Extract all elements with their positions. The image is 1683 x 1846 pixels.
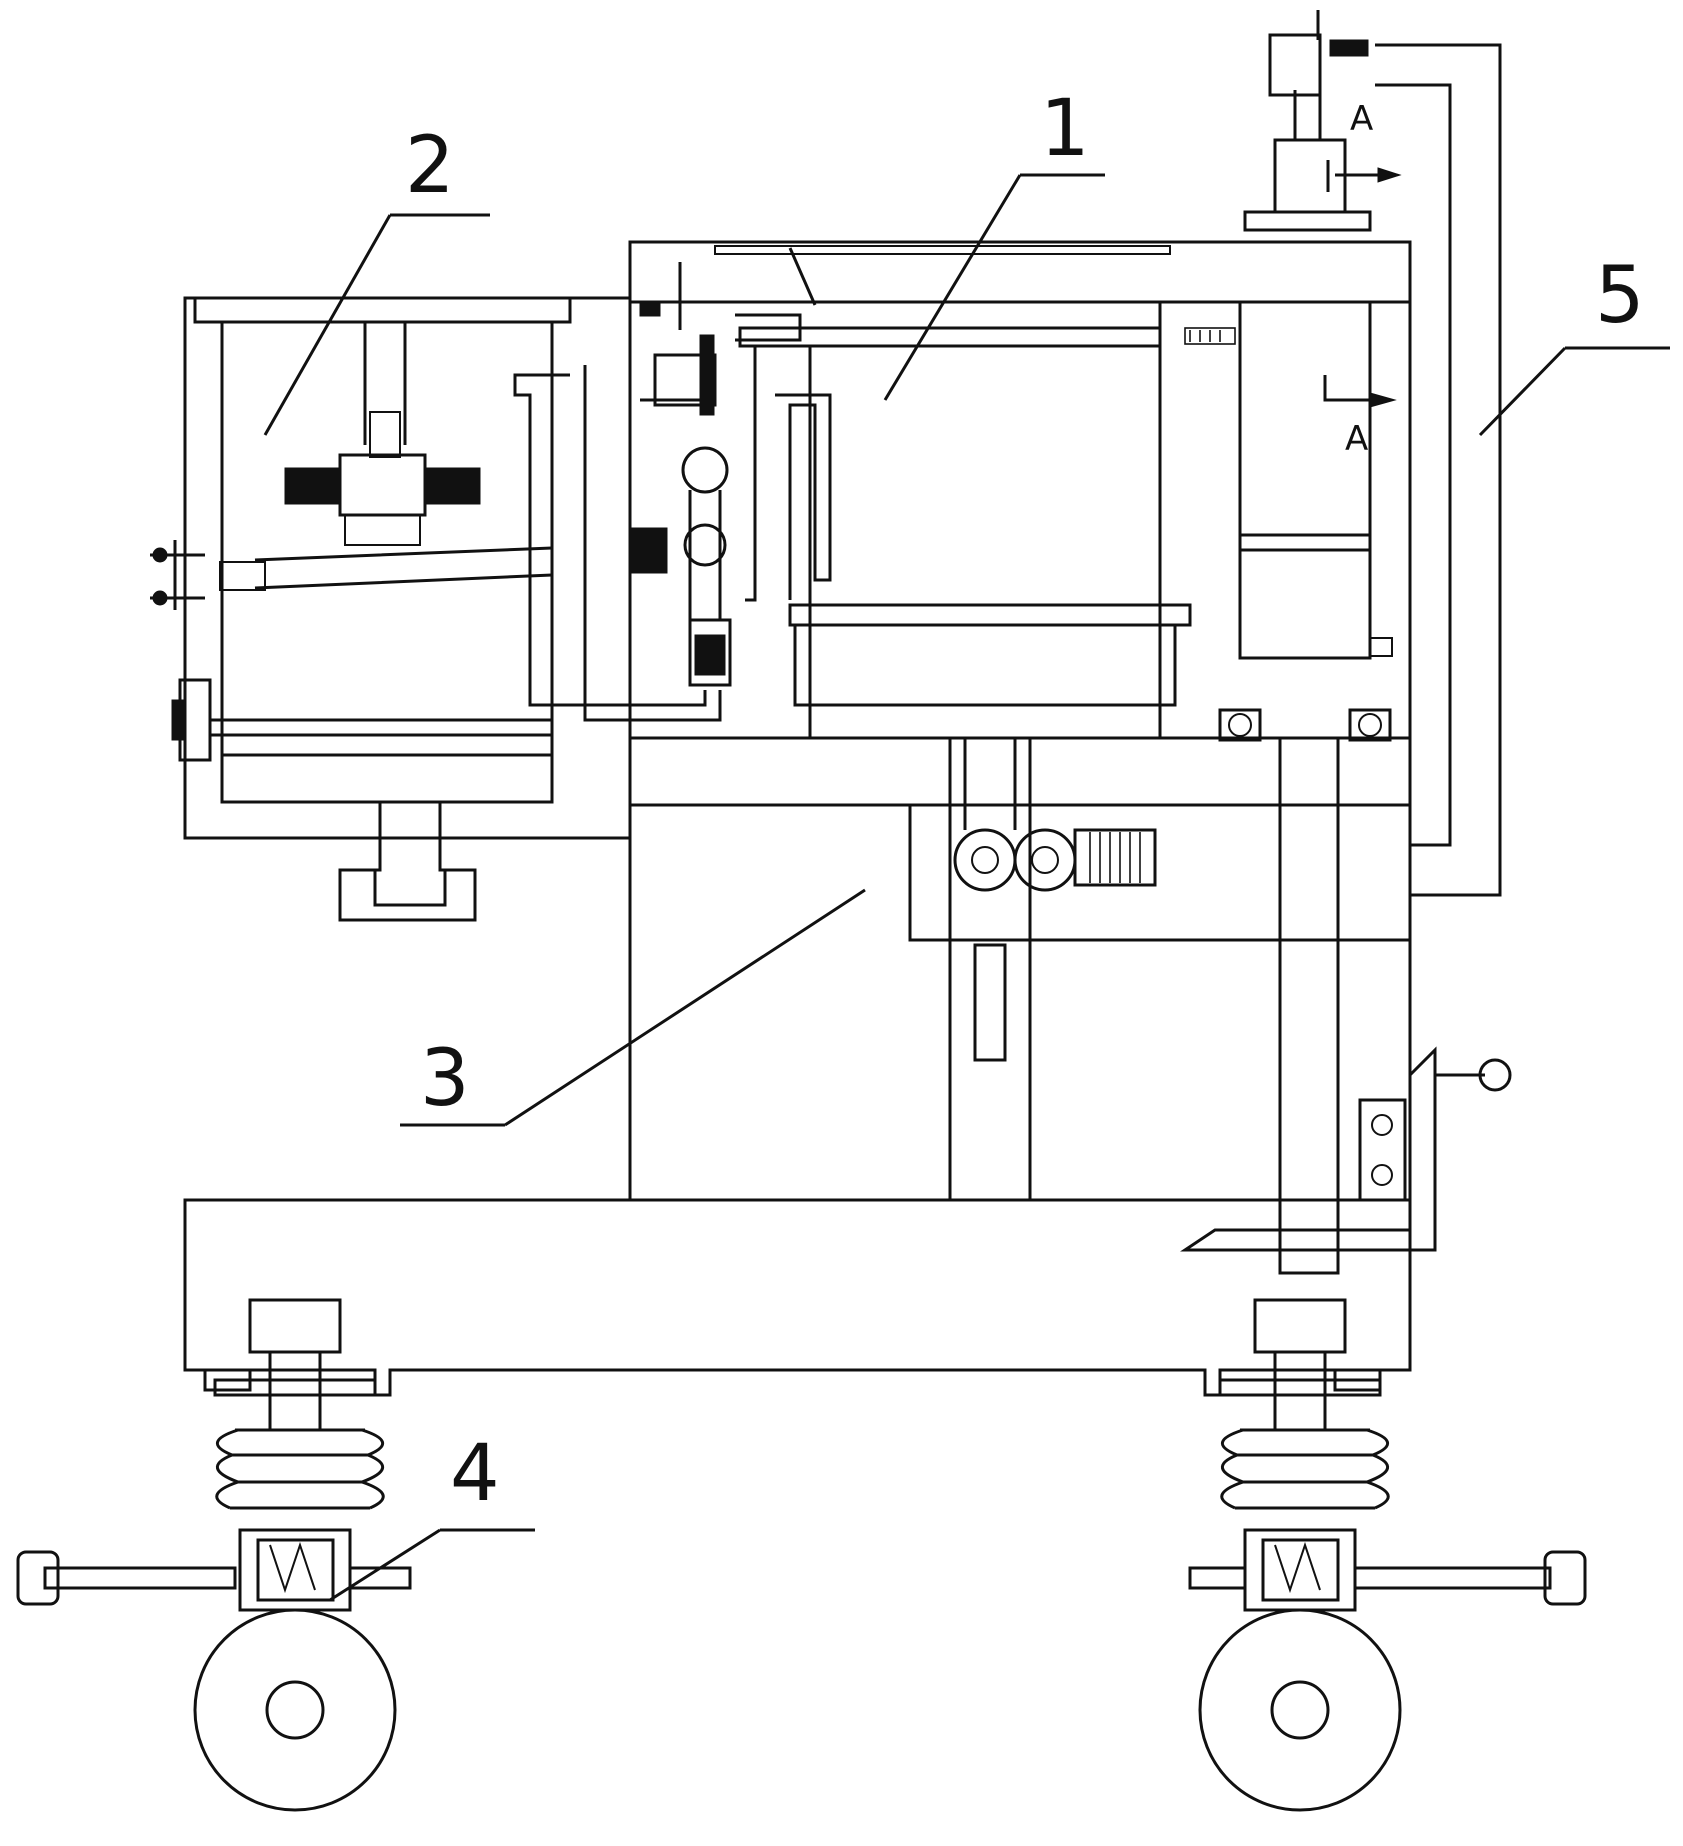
callout-3: 3	[420, 1034, 470, 1124]
pump-assembly	[631, 247, 832, 687]
main-cabinet	[628, 240, 1512, 1275]
leader-lines	[263, 173, 1670, 1602]
left-module	[150, 296, 722, 922]
right-pipe-frame	[1243, 10, 1502, 897]
callout-5: 5	[1595, 251, 1645, 341]
section-mark-top: A	[1350, 99, 1373, 139]
callout-4: 4	[450, 1429, 500, 1519]
wheel-assembly-left	[16, 1298, 412, 1812]
wheel-assembly-right	[1188, 1298, 1587, 1812]
section-mark-side: A	[1345, 419, 1368, 459]
callout-2: 2	[405, 121, 455, 211]
callout-1: 1	[1040, 84, 1090, 174]
